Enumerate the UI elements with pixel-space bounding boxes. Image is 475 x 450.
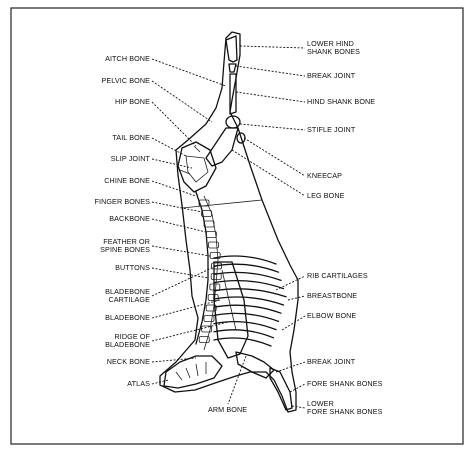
vertebra — [209, 252, 221, 259]
label-hip-bone: HIP BONE — [114, 97, 150, 106]
label-lower-fore-line1: LOWER — [307, 399, 334, 408]
label-lower-fore-line2: FORE SHANK BONES — [307, 407, 383, 416]
label-hind-shank-bone: HIND SHANK BONE — [307, 97, 376, 106]
vertebra — [205, 304, 217, 312]
label-ridge-line2: BLADEBONE — [105, 340, 150, 349]
rib — [213, 271, 282, 282]
label-bladebone-cartilage: BLADEBONE CARTILAGE — [105, 288, 150, 304]
pelvis-bones — [177, 141, 217, 193]
label-lower-fore-shank-bones: LOWER FORE SHANK BONES — [307, 400, 383, 416]
vertebrae — [195, 191, 222, 351]
label-bladebone-cartilage-line1: BLADEBONE — [105, 287, 150, 296]
label-bladebone-cartilage-line2: CARTILAGE — [108, 295, 150, 304]
label-fore-shank-bones: FORE SHANK BONES — [307, 379, 383, 388]
shoulder-arm-bones — [213, 261, 293, 411]
label-buttons: BUTTONS — [115, 263, 150, 272]
label-elbow-bone: ELBOW BONE — [307, 311, 357, 320]
label-slip-joint: SLIP JOINT — [110, 154, 150, 163]
label-lower-hind-line2: SHANK BONES — [307, 47, 361, 56]
hind-leg-bones — [205, 35, 246, 167]
label-feather-line2: SPINE BONES — [100, 245, 150, 254]
rib — [213, 337, 272, 347]
label-arm-bone: ARM BONE — [208, 405, 248, 414]
label-neck-bone: NECK BONE — [106, 357, 150, 366]
label-rib-cartilages: RIB CARTILAGES — [307, 271, 368, 280]
leader-lines-right — [227, 45, 306, 409]
label-feather-line1: FEATHER or — [103, 237, 150, 246]
label-finger-bones: FINGER BONES — [94, 197, 150, 206]
label-chine-bone: CHINE BONE — [104, 176, 150, 185]
vertebra — [208, 241, 219, 249]
vertebra — [207, 294, 219, 301]
vertebra — [209, 283, 221, 291]
rib — [213, 279, 285, 290]
label-ridge-line1: RIDGE of — [114, 332, 150, 341]
label-break-joint-fore: BREAK JOINT — [307, 357, 356, 366]
label-stifle-joint: STIFLE JOINT — [307, 125, 356, 134]
vertebra — [203, 315, 215, 322]
label-kneecap: KNEECAP — [307, 171, 343, 180]
rib — [213, 296, 285, 306]
rib — [213, 304, 282, 314]
label-breastbone: BREASTBONE — [307, 291, 358, 300]
rib — [213, 312, 280, 323]
vertebra — [205, 231, 217, 238]
label-tail-bone: TAIL BONE — [112, 133, 150, 142]
vertebra — [201, 210, 212, 217]
label-ridge-of-bladebone: RIDGE of BLADEBONE — [105, 333, 150, 349]
rib — [213, 263, 280, 273]
label-lower-hind-shank-bones: LOWER HIND SHANK BONES — [307, 40, 360, 56]
diagram-border — [10, 7, 464, 445]
rib — [213, 255, 277, 265]
vertebra — [198, 336, 210, 343]
label-break-joint-hind: BREAK JOINT — [307, 71, 356, 80]
label-atlas: ATLAS — [127, 379, 150, 388]
label-lower-hind-line1: LOWER HIND — [307, 39, 354, 48]
leader-lines-left — [151, 58, 229, 385]
rib — [213, 320, 277, 331]
vertebra — [211, 262, 222, 270]
label-leg-bone: LEG BONE — [307, 191, 345, 200]
loin-line — [181, 199, 263, 209]
rib-cage — [213, 255, 287, 347]
rib — [213, 288, 287, 298]
rib — [213, 329, 275, 339]
label-aitch-bone: AITCH BONE — [105, 54, 150, 63]
label-feather-spine-bones: FEATHER or SPINE BONES — [100, 238, 150, 254]
label-backbone: BACKBONE — [109, 214, 150, 223]
vertebra — [203, 220, 215, 228]
carcass-outline — [159, 31, 299, 413]
label-bladebone: BLADEBONE — [105, 313, 150, 322]
label-pelvic-bone: PELVIC BONE — [101, 76, 150, 85]
